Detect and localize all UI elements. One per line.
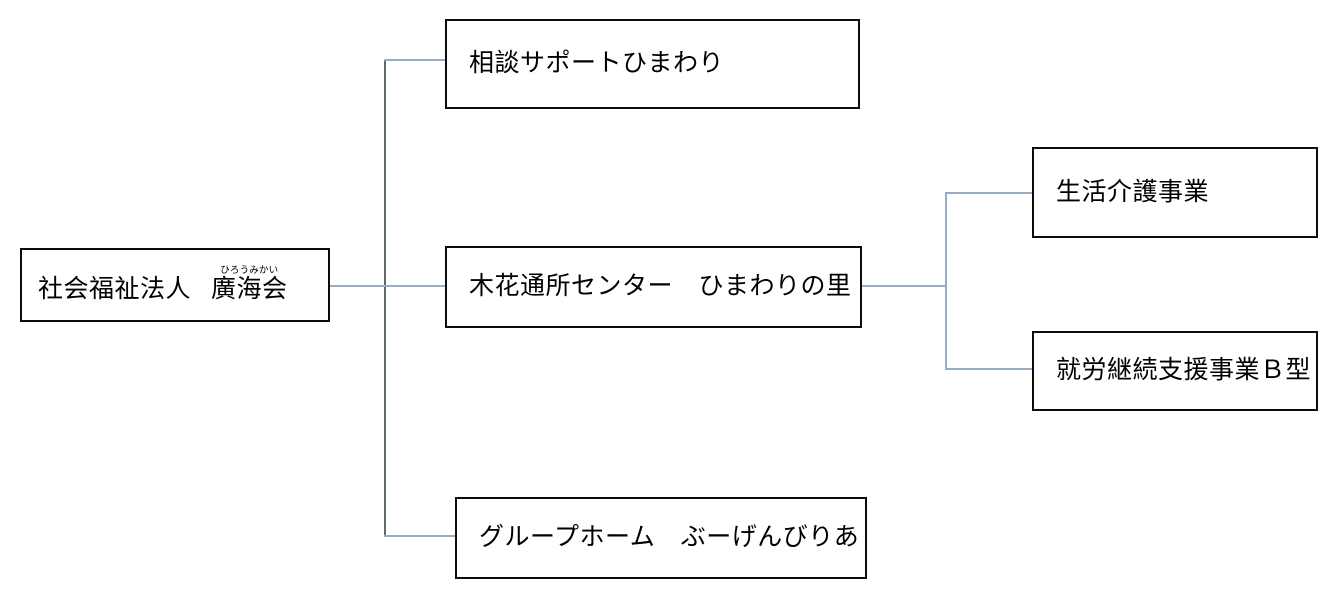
node-kihana-tsuusho-center-label: 木花通所センター ひまわりの里 bbox=[469, 273, 852, 301]
connector-child2-to-right-trunk bbox=[862, 285, 946, 287]
node-soudan-support-himawari-label: 相談サポートひまわり bbox=[469, 50, 725, 78]
node-soudan-support-himawari[interactable]: 相談サポートひまわり bbox=[445, 19, 860, 109]
node-root-furigana: ひろうみかい bbox=[220, 265, 279, 276]
node-group-home-bougenbiria[interactable]: グループホーム ぶーげんびりあ bbox=[455, 497, 867, 579]
node-seikatsu-kaigo-jigyou[interactable]: 生活介護事業 bbox=[1032, 147, 1318, 238]
connector-trunk-to-child3 bbox=[384, 535, 456, 537]
node-root-ruby-base: 廣海会 bbox=[211, 276, 288, 304]
node-kihana-tsuusho-center[interactable]: 木花通所センター ひまわりの里 bbox=[445, 246, 862, 328]
connector-trunk-to-grandchild2 bbox=[945, 368, 1033, 370]
node-root[interactable]: 社会福祉法人 ひろうみかい 廣海会 bbox=[20, 248, 330, 322]
connector-trunk-to-child2 bbox=[384, 285, 446, 287]
node-root-label: 社会福祉法人 ひろうみかい 廣海会 bbox=[22, 265, 288, 304]
node-shuurou-keizoku-shien-jigyou-b[interactable]: 就労継続支援事業Ｂ型 bbox=[1032, 331, 1318, 411]
connector-left-trunk-vertical bbox=[384, 59, 386, 537]
connector-trunk-to-child1 bbox=[384, 59, 446, 61]
node-shuurou-keizoku-shien-jigyou-b-label: 就労継続支援事業Ｂ型 bbox=[1056, 357, 1312, 385]
connector-root-to-trunk bbox=[330, 285, 385, 287]
node-root-text-before: 社会福祉法人 bbox=[38, 276, 192, 304]
node-root-ruby-group: ひろうみかい 廣海会 bbox=[211, 265, 288, 304]
connector-trunk-to-grandchild1 bbox=[945, 192, 1033, 194]
node-group-home-bougenbiria-label: グループホーム ぶーげんびりあ bbox=[479, 524, 860, 552]
node-seikatsu-kaigo-jigyou-label: 生活介護事業 bbox=[1056, 178, 1210, 206]
connector-right-trunk-vertical bbox=[945, 192, 947, 370]
